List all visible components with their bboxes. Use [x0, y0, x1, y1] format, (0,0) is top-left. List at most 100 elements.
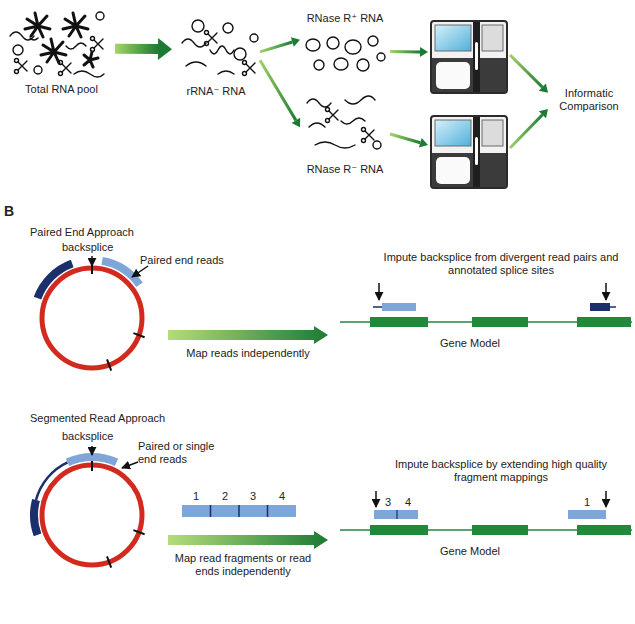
- circular-rna-drawing: [368, 36, 378, 46]
- gene-model: [472, 525, 528, 535]
- linear-rna-drawing: [345, 96, 375, 104]
- sample-node: RNase R⁻ RNA: [300, 92, 390, 176]
- rna-pool-drawing: [84, 52, 98, 67]
- text-label: 3: [378, 496, 398, 509]
- rna-pool-drawing: [13, 45, 23, 55]
- text-label: 4: [272, 490, 292, 503]
- flow-arrow: [259, 59, 298, 121]
- rrna-depleted-drawing: [218, 71, 234, 74]
- circrna-paired-end: [91, 256, 93, 266]
- circrna-segmented: [91, 446, 93, 455]
- sample-node: RNase R⁺ RNA: [300, 12, 390, 78]
- gene-model: [577, 317, 631, 327]
- text-label: Map read fragments or read ends independ…: [168, 552, 318, 578]
- circrna-paired-end: [102, 261, 139, 285]
- linear-rna-drawing: [329, 110, 338, 120]
- rrna-depleted-drawing: [205, 42, 209, 46]
- circular-rna-drawing: [345, 40, 361, 54]
- circular-rna-drawing: [306, 39, 320, 51]
- rna-pool-drawing: [30, 38, 38, 40]
- sequencer-icon: [473, 117, 480, 187]
- rrna-depleted-drawing: [223, 23, 233, 33]
- rna-pool-drawing: [91, 48, 95, 52]
- circular-rna-drawing: [334, 58, 348, 70]
- linear-rna-drawing: [341, 118, 365, 124]
- rrna-depleted-drawing: [182, 20, 258, 76]
- linear-rna-drawing: [307, 99, 331, 107]
- text-label: 4: [398, 496, 418, 509]
- rna-pool-drawing: [41, 39, 66, 63]
- text-label: 2: [215, 490, 235, 503]
- rna-pool-drawing: [66, 43, 86, 49]
- process-arrow: [168, 531, 328, 549]
- rna-pool-drawing: [18, 61, 27, 71]
- circrna-segmented: [42, 465, 142, 565]
- gene-model: [370, 525, 428, 535]
- sequencer-icon: [432, 153, 506, 187]
- rna-pool-drawing: [74, 71, 104, 77]
- gene-model: [577, 525, 631, 535]
- linear-rna-drawing: [315, 142, 355, 148]
- linear-rna-drawing: [326, 119, 330, 123]
- gene-model: [605, 491, 607, 507]
- rna-pool-drawing: [34, 66, 42, 74]
- linear-rna-drawing: [309, 123, 325, 127]
- gene-model: [605, 283, 607, 300]
- flow-connector: [115, 38, 172, 60]
- circrna-paired-end: [42, 268, 142, 368]
- text-label: Map reads independently: [163, 347, 333, 360]
- rna-pool-drawing: [25, 13, 50, 37]
- text-label: 1: [186, 490, 206, 503]
- rrna-depleted-drawing: [182, 39, 206, 47]
- text-label: Segmented Read Approach: [30, 412, 200, 425]
- rrna-depleted-drawing: [243, 72, 247, 76]
- text-label: Impute backsplice by extending high qual…: [372, 458, 630, 484]
- flow-connector: [390, 109, 548, 149]
- linear-rna-drawing: [326, 108, 330, 112]
- sequencer-icon: [431, 21, 507, 93]
- text-label: backsplice: [62, 241, 132, 254]
- flow-arrow: [390, 50, 420, 53]
- rna-pool-drawing: [59, 61, 63, 65]
- circular-rna-drawing: [357, 59, 369, 71]
- rna-pool-drawing: [10, 12, 104, 77]
- sequencer-icon: [475, 42, 478, 70]
- gene-model: [610, 306, 616, 308]
- segmented-read: [211, 505, 268, 517]
- text-label: Gene Model: [430, 337, 510, 350]
- rna-pool-drawing: [96, 12, 104, 20]
- sample-node: Total RNA pool: [8, 10, 115, 96]
- rrna-depleted-drawing: [186, 62, 206, 66]
- sequencer-icon: [436, 157, 470, 184]
- sequencer-icon: [431, 116, 507, 188]
- flow-connector: [260, 37, 300, 53]
- gene-model: [374, 510, 418, 519]
- rna-pool-drawing: [59, 72, 63, 76]
- rrna-depleted-drawing: [192, 20, 204, 32]
- sequencer-icon: [475, 137, 478, 165]
- flow-arrow: [539, 109, 548, 118]
- sequencer-icon: [435, 25, 471, 51]
- circrna-segmented: [34, 446, 145, 568]
- gene-model: [382, 303, 416, 311]
- flow-arrow: [291, 37, 300, 47]
- process-arrow: [168, 326, 328, 344]
- gene-model: [340, 491, 632, 535]
- rna-pool-drawing: [15, 59, 19, 63]
- flow-arrow: [292, 118, 301, 128]
- gene-model: [378, 283, 380, 300]
- flow-connector: [390, 47, 548, 93]
- flow-arrow: [390, 133, 421, 145]
- circrna-paired-end: [38, 264, 73, 299]
- node-caption: Total RNA pool: [25, 83, 98, 96]
- rna-pool-drawing: [62, 63, 71, 73]
- flow-arrow: [158, 38, 172, 60]
- gene-model: [396, 510, 397, 519]
- sample-node: Informatic Comparison: [548, 82, 630, 118]
- text-label: 1: [577, 496, 597, 509]
- circrna-segmented: [92, 459, 145, 568]
- linear-rna-drawing: [362, 128, 366, 132]
- linear-rna-drawing: [365, 130, 374, 140]
- flow-connector: [259, 59, 301, 127]
